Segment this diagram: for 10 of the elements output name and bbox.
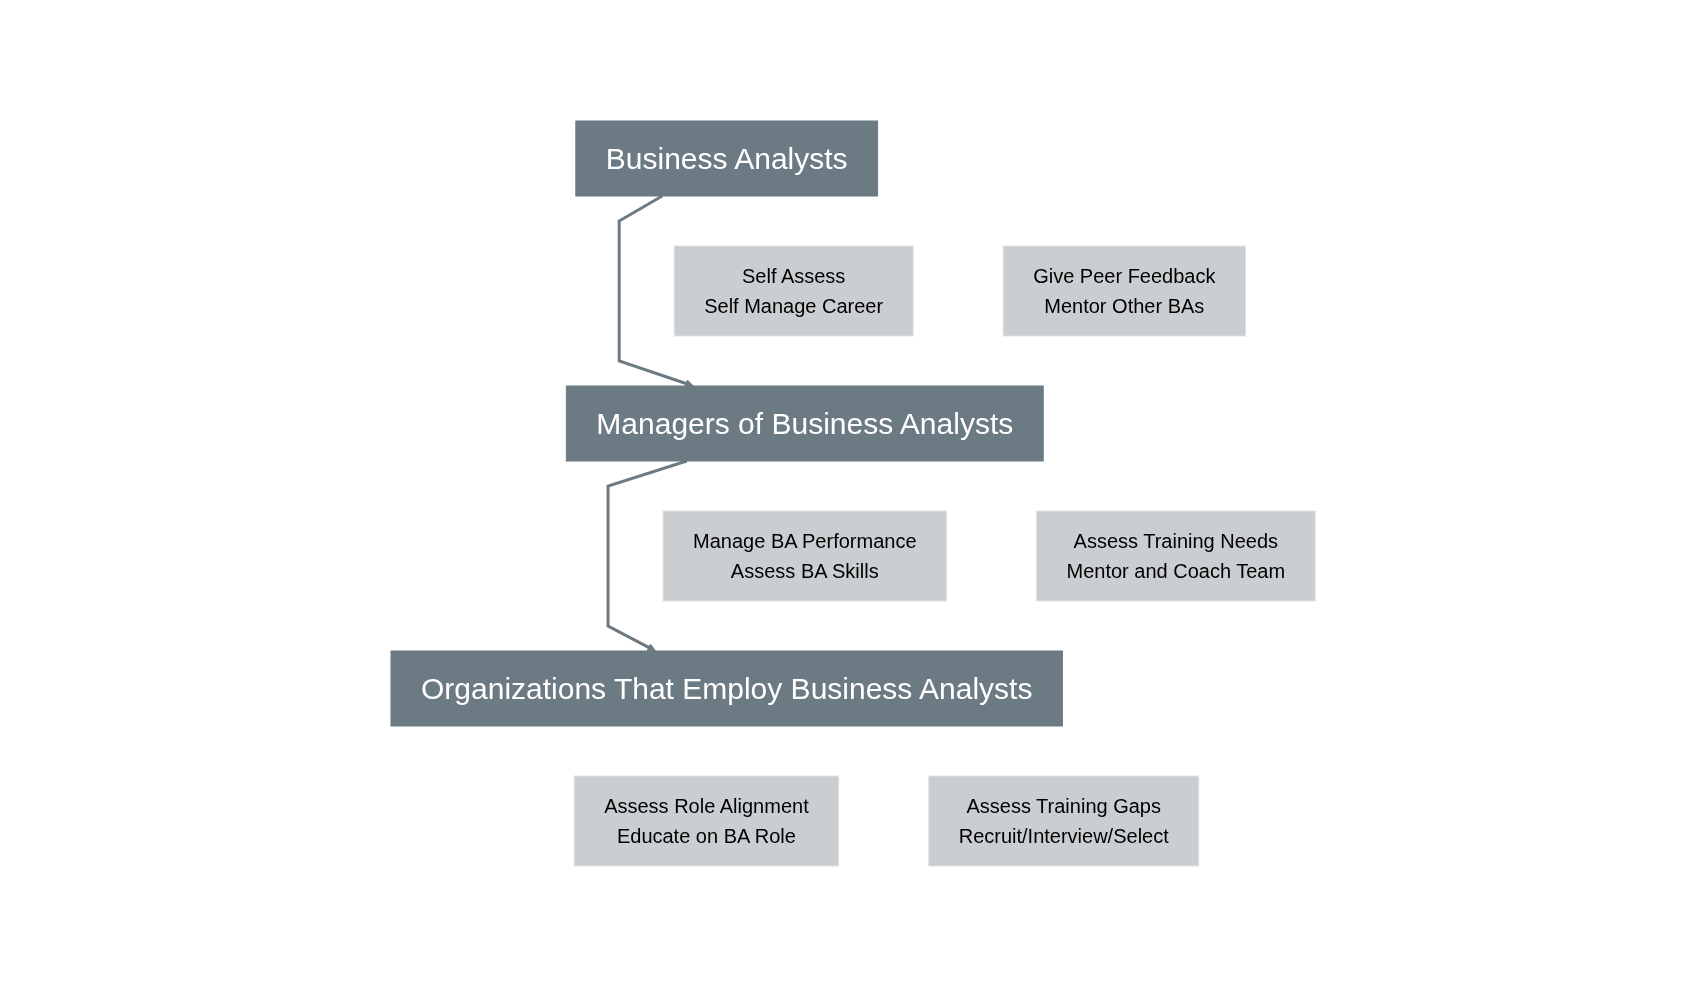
node-box: Manage BA Performance Assess BA Skills: [662, 510, 947, 602]
node-box: Organizations That Employ Business Analysts: [390, 650, 1063, 727]
node-box: Self Assess Self Manage Career: [673, 245, 914, 337]
node-box: Give Peer Feedback Mentor Other BAs: [1002, 245, 1246, 337]
node-box: Assess Role Alignment Educate on BA Role: [573, 775, 840, 867]
arrow: [606, 459, 688, 652]
node-box: Business Analysts: [575, 120, 878, 197]
node-box: Assess Training Needs Mentor and Coach Team: [1035, 510, 1316, 602]
node-box: Managers of Business Analysts: [565, 385, 1044, 462]
node-box: Assess Training Gaps Recruit/Interview/Select: [928, 775, 1200, 867]
